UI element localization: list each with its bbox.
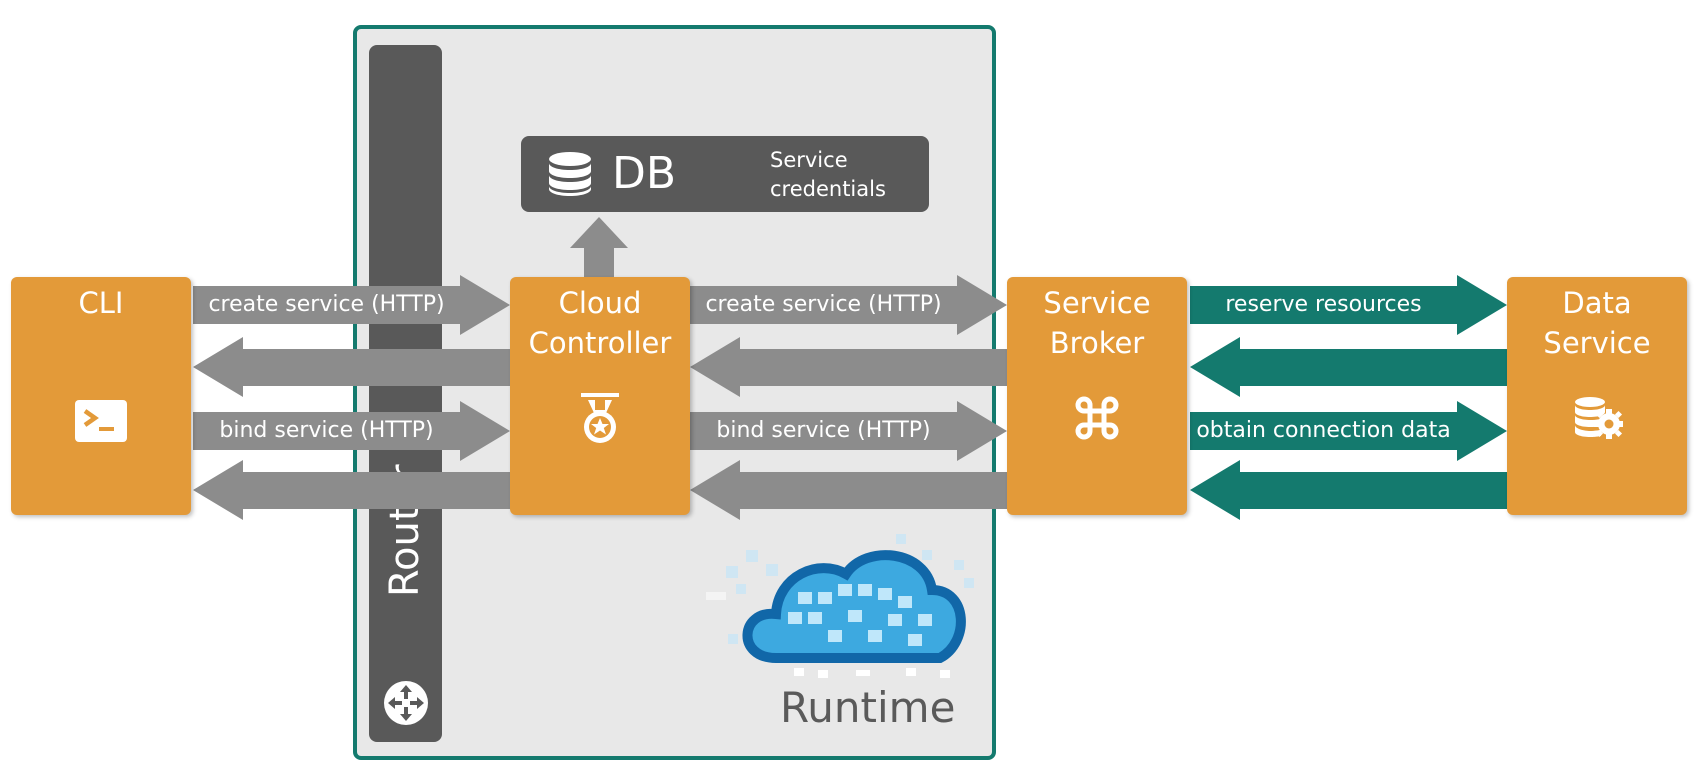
- db-note-line1: Service: [770, 148, 848, 172]
- runtime-label: Runtime: [780, 683, 956, 732]
- terminal-icon: [75, 400, 127, 442]
- node-service-broker-title-line2: Broker: [1049, 326, 1145, 360]
- database-gear-icon: [1575, 397, 1623, 439]
- label-cc-sb-create: create service (HTTP): [705, 292, 942, 317]
- command-icon: [1075, 396, 1119, 440]
- arrow-ds-sb-obtain-response: [1190, 460, 1507, 520]
- router-icon: [384, 681, 428, 725]
- node-cloud-controller-title: Cloud Controller: [510, 283, 690, 363]
- arrow-ds-sb-reserve-response: [1190, 337, 1507, 397]
- arrow-sb-cc-create-response: [690, 337, 1007, 397]
- node-cli-title: CLI: [78, 286, 124, 320]
- node-data-service-title: Data Service: [1507, 283, 1687, 363]
- label-cc-sb-bind: bind service (HTTP): [716, 418, 931, 443]
- medal-icon: [581, 393, 619, 443]
- node-data-service: Data Service: [1507, 277, 1687, 515]
- node-service-broker-title-line1: Service: [1043, 286, 1151, 320]
- arrow-sb-cc-bind-response: [690, 460, 1007, 520]
- db-note: Service credentials: [770, 146, 886, 204]
- node-cli: CLI: [11, 277, 191, 515]
- node-service-broker: Service Broker: [1007, 277, 1187, 515]
- label-cli-cc-bind: bind service (HTTP): [219, 418, 434, 443]
- arrow-cc-sb-create: [690, 275, 1007, 335]
- arrow-cli-cc-bind: [193, 401, 510, 461]
- node-data-service-title-line1: Data: [1562, 286, 1632, 320]
- runtime-cloud-logo: [706, 534, 974, 678]
- db-title: DB: [612, 148, 677, 199]
- arrow-sb-ds-reserve: [1190, 275, 1507, 335]
- arrow-cc-to-db: [570, 217, 628, 280]
- arrow-cc-cli-bind-response: [193, 460, 510, 520]
- node-service-broker-title: Service Broker: [1007, 283, 1187, 363]
- node-cloud-controller-title-line2: Controller: [528, 326, 672, 360]
- label-cli-cc-create: create service (HTTP): [208, 292, 445, 317]
- arrow-cli-cc-create: [193, 275, 510, 335]
- arrow-cc-sb-bind: [690, 401, 1007, 461]
- router-bar: [369, 45, 442, 742]
- database-icon: [549, 152, 591, 196]
- node-cloud-controller-title-line1: Cloud: [558, 286, 642, 320]
- node-cloud-controller: Cloud Controller: [510, 277, 690, 515]
- db-note-line2: credentials: [770, 177, 886, 201]
- label-sb-ds-obtain: obtain connection data: [1196, 418, 1451, 443]
- label-sb-ds-reserve: reserve resources: [1225, 292, 1422, 317]
- arrow-cc-cli-create-response: [193, 337, 510, 397]
- node-data-service-title-line2: Service: [1543, 326, 1651, 360]
- arrow-sb-ds-obtain: [1190, 401, 1507, 461]
